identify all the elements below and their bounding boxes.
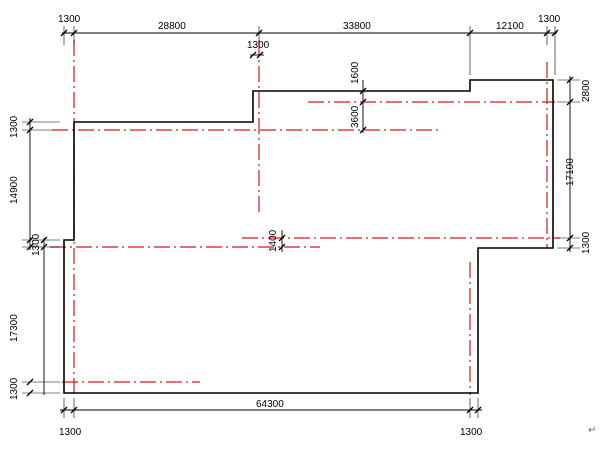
dim-inner-3600: 3600 bbox=[350, 105, 361, 128]
inner-dimension-1600-3600: 1600 3600 bbox=[350, 61, 367, 134]
tick bbox=[255, 29, 263, 37]
tick bbox=[60, 29, 68, 37]
tick bbox=[26, 126, 34, 134]
tick bbox=[60, 406, 68, 414]
dim-right-1300: 1300 bbox=[581, 231, 592, 254]
tick bbox=[70, 406, 78, 414]
dim-inner-1400: 1400 bbox=[268, 229, 279, 252]
axis-lines bbox=[50, 40, 560, 395]
bottom-dimension-chain: 1300 64300 1300 bbox=[59, 398, 483, 438]
dim-left-17300: 17300 bbox=[9, 314, 20, 342]
tick bbox=[359, 98, 367, 106]
tick bbox=[40, 236, 48, 244]
tick bbox=[566, 244, 574, 252]
tick bbox=[26, 236, 34, 244]
dim-bottom-64300: 64300 bbox=[256, 399, 284, 410]
step-dimension: 1300 bbox=[247, 40, 270, 59]
dim-left-14900: 14900 bbox=[9, 176, 20, 204]
tick bbox=[466, 406, 474, 414]
tick bbox=[359, 87, 367, 95]
tick bbox=[70, 29, 78, 37]
tick bbox=[278, 243, 286, 251]
dim-top-33800: 33800 bbox=[343, 21, 371, 32]
building-outline bbox=[63, 79, 554, 394]
dim-inner-1600: 1600 bbox=[350, 61, 361, 84]
dim-top-1300-left: 1300 bbox=[58, 14, 81, 25]
dim-bottom-1300-right: 1300 bbox=[460, 427, 483, 438]
dim-top-28800: 28800 bbox=[158, 21, 186, 32]
tick bbox=[26, 243, 34, 251]
tick bbox=[566, 76, 574, 84]
top-dimension-chain: 1300 28800 33800 12100 1300 bbox=[58, 14, 561, 75]
left-dimension-chain: 1300 14900 1300 17300 1300 bbox=[9, 115, 60, 400]
dim-left-1300-top: 1300 bbox=[9, 115, 20, 138]
tick bbox=[249, 51, 257, 59]
tick bbox=[566, 234, 574, 242]
right-dimension-chain: 2800 17100 1300 bbox=[557, 76, 592, 254]
tick bbox=[278, 234, 286, 242]
tick bbox=[26, 378, 34, 386]
dim-bottom-1300-left: 1300 bbox=[59, 427, 82, 438]
dim-top-1300-right: 1300 bbox=[538, 14, 561, 25]
tick bbox=[474, 406, 482, 414]
tick bbox=[256, 51, 264, 59]
tick bbox=[40, 243, 48, 251]
dim-top-12100: 12100 bbox=[496, 21, 524, 32]
tick bbox=[26, 118, 34, 126]
dim-left-1300-bottom: 1300 bbox=[9, 377, 20, 400]
inner-dimension-1400: 1400 bbox=[268, 229, 286, 252]
return-mark: ↵ bbox=[588, 425, 597, 436]
dim-step-1300: 1300 bbox=[247, 40, 270, 51]
tick bbox=[551, 29, 559, 37]
tick bbox=[359, 126, 367, 134]
dim-right-2800: 2800 bbox=[581, 79, 592, 102]
tick bbox=[26, 389, 34, 397]
tick bbox=[566, 98, 574, 106]
tick bbox=[466, 29, 474, 37]
tick bbox=[543, 29, 551, 37]
dim-right-17100: 17100 bbox=[565, 158, 576, 186]
dim-left-1300-mid: 1300 bbox=[31, 233, 42, 256]
